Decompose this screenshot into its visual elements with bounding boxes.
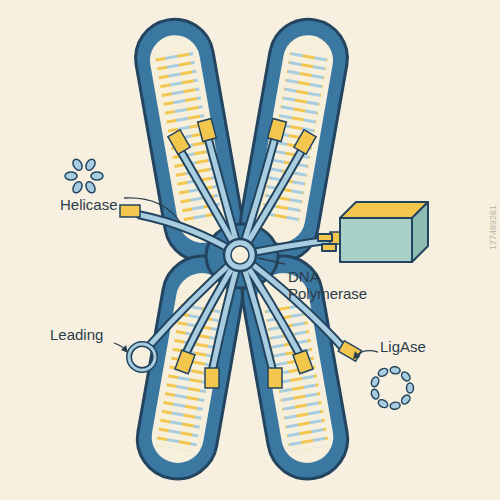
- strand-outline: [140, 138, 345, 372]
- protein-bead: [370, 376, 380, 388]
- primer: [338, 341, 361, 361]
- watermark: 177489261: [488, 205, 498, 250]
- chromatid-arm: [129, 13, 248, 268]
- primer: [120, 205, 140, 217]
- dna-strand: [240, 138, 275, 255]
- strand-fill: [140, 138, 345, 372]
- protein-bead: [400, 393, 412, 405]
- arrow-head: [121, 345, 128, 353]
- enzyme-label: DNA Polymerase: [288, 268, 372, 302]
- dna-strand: [212, 255, 240, 372]
- protein-bead: [407, 383, 414, 393]
- protein-bead: [370, 388, 380, 400]
- protein-bead: [390, 366, 401, 375]
- protein-bead: [400, 370, 412, 382]
- box-side: [412, 202, 428, 262]
- primer: [168, 130, 190, 154]
- protein-bead: [65, 172, 77, 180]
- polymerase-box: [318, 202, 428, 262]
- base-pairs: [156, 298, 221, 453]
- leader-lines: [114, 198, 378, 356]
- arm-outline: [129, 13, 248, 268]
- dna-strand: [240, 138, 275, 255]
- strand-loop: [129, 344, 155, 370]
- fork-origin-inner: [231, 246, 249, 264]
- strand-loop: [129, 344, 155, 370]
- chromatid-arm: [234, 13, 353, 268]
- primer: [205, 368, 219, 388]
- helicase-icon: [65, 158, 103, 195]
- leader-line: [356, 351, 378, 356]
- protein-bead: [91, 172, 103, 180]
- nucleotide: [318, 234, 332, 241]
- enzyme-label: LigAse: [380, 338, 450, 355]
- dna-strand: [240, 255, 273, 372]
- protein-bead: [390, 401, 401, 410]
- enzyme-label: Helicase: [60, 196, 150, 213]
- primer: [198, 119, 217, 142]
- fork-origin: [224, 239, 256, 271]
- leader-line: [258, 258, 285, 264]
- arrow-head: [353, 351, 360, 359]
- strand-label: Leading: [50, 326, 120, 343]
- protein-bead: [377, 367, 389, 378]
- protein-bead: [84, 158, 97, 172]
- protein-bead: [71, 158, 84, 172]
- leader-line: [124, 198, 180, 222]
- protein-bead: [71, 180, 84, 194]
- primer-group: [120, 119, 362, 388]
- primer: [294, 130, 316, 154]
- protein-bead: [84, 180, 97, 194]
- dna-strand: [150, 255, 240, 345]
- dna-strand: [240, 150, 302, 255]
- arm-outline: [234, 13, 353, 268]
- protein-bead: [377, 398, 389, 409]
- primer: [293, 350, 313, 374]
- primer: [268, 119, 287, 142]
- nucleotide: [322, 244, 336, 251]
- box-front: [340, 218, 412, 262]
- primer: [268, 368, 282, 388]
- primer: [175, 350, 195, 374]
- ligase-icon: [370, 366, 413, 410]
- dna-strand: [240, 150, 302, 255]
